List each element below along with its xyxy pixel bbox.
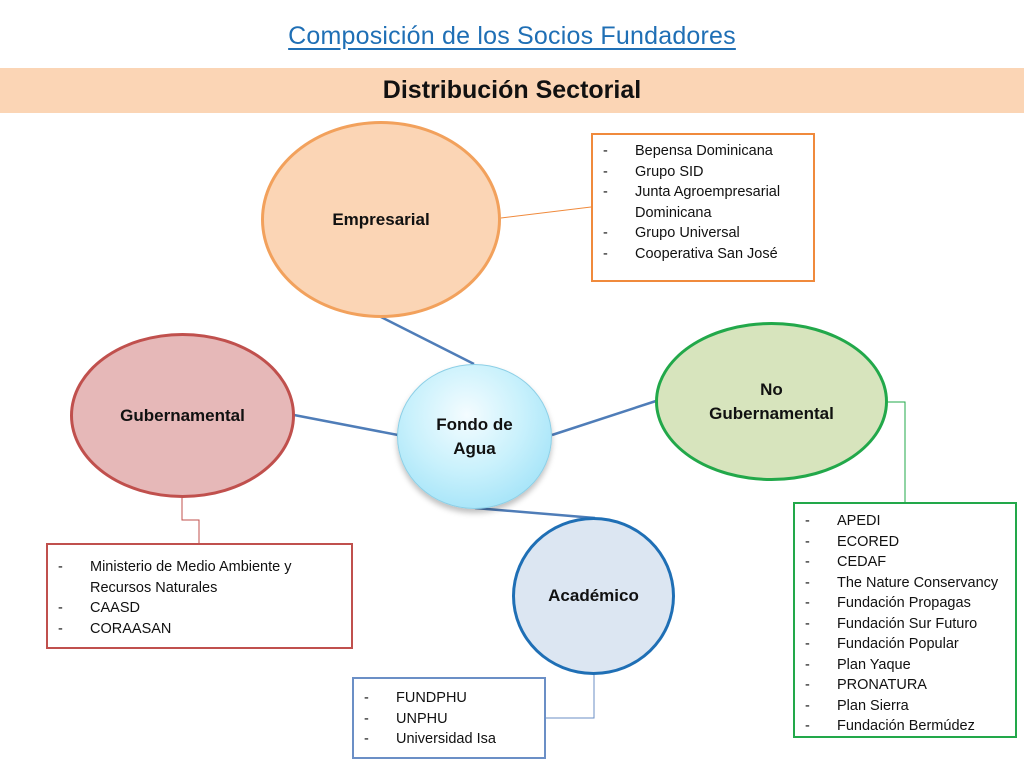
member-item: Universidad Isa: [364, 729, 534, 750]
callout-empresarial: [500, 206, 592, 219]
node-academico: Académico: [512, 517, 675, 675]
node-fondo-de-agua: Fondo de Agua: [397, 364, 552, 509]
member-item: The Nature Conservancy: [805, 573, 1005, 594]
member-item: Grupo SID: [603, 162, 803, 183]
member-item: Bepensa Dominicana: [603, 141, 803, 162]
member-item: Fundación Bermúdez: [805, 716, 1005, 737]
member-item: Fundación Propagas: [805, 593, 1005, 614]
member-item: Cooperativa San José: [603, 244, 803, 265]
member-item: Plan Yaque: [805, 655, 1005, 676]
member-item: Grupo Universal: [603, 223, 803, 244]
member-item: CAASD: [58, 598, 341, 619]
member-item: CORAASAN: [58, 619, 341, 640]
member-item: Fundación Popular: [805, 634, 1005, 655]
connector-center-gubernamental: [293, 413, 399, 437]
member-item: UNPHU: [364, 709, 534, 730]
node-no-gubernamental-line2: Gubernamental: [709, 403, 834, 423]
page-title: Composición de los Socios Fundadores: [288, 22, 736, 50]
node-gubernamental-label: Gubernamental: [120, 405, 245, 425]
node-empresarial: Empresarial: [261, 121, 501, 318]
node-academico-label: Académico: [548, 586, 639, 605]
members-box-gubernamental: Ministerio de Medio Ambiente y Recursos …: [46, 543, 353, 649]
members-box-no-gubernamental: APEDI ECORED CEDAF The Nature Conservanc…: [793, 502, 1017, 738]
callout-gubernamental: [181, 498, 200, 543]
node-center-line2: Agua: [453, 438, 496, 458]
callout-no-gubernamental: [888, 401, 906, 502]
node-gubernamental: Gubernamental: [70, 333, 295, 498]
node-empresarial-label: Empresarial: [332, 209, 430, 229]
member-item: Ministerio de Medio Ambiente y Recursos …: [58, 557, 341, 598]
connector-center-academico: [474, 506, 596, 520]
members-box-empresarial: Bepensa Dominicana Grupo SID Junta Agroe…: [591, 133, 815, 282]
member-item: FUNDPHU: [364, 688, 534, 709]
node-no-gubernamental-line1: No: [760, 379, 783, 399]
node-no-gubernamental: No Gubernamental: [655, 322, 888, 481]
subtitle-band: Distribución Sectorial: [0, 68, 1024, 113]
member-item: ECORED: [805, 532, 1005, 553]
member-item: Fundación Sur Futuro: [805, 614, 1005, 635]
callout-academico: [546, 675, 595, 719]
subtitle: Distribución Sectorial: [382, 76, 642, 104]
node-center-line1: Fondo de: [436, 414, 513, 434]
members-box-academico: FUNDPHU UNPHU Universidad Isa: [352, 677, 546, 759]
connector-center-no-gubernamental: [551, 399, 657, 437]
connector-center-empresarial: [380, 315, 475, 366]
member-item: Plan Sierra: [805, 696, 1005, 717]
member-item: CEDAF: [805, 552, 1005, 573]
member-item: PRONATURA: [805, 675, 1005, 696]
member-item: APEDI: [805, 511, 1005, 532]
member-item: Junta Agroempresarial Dominicana: [603, 182, 803, 223]
